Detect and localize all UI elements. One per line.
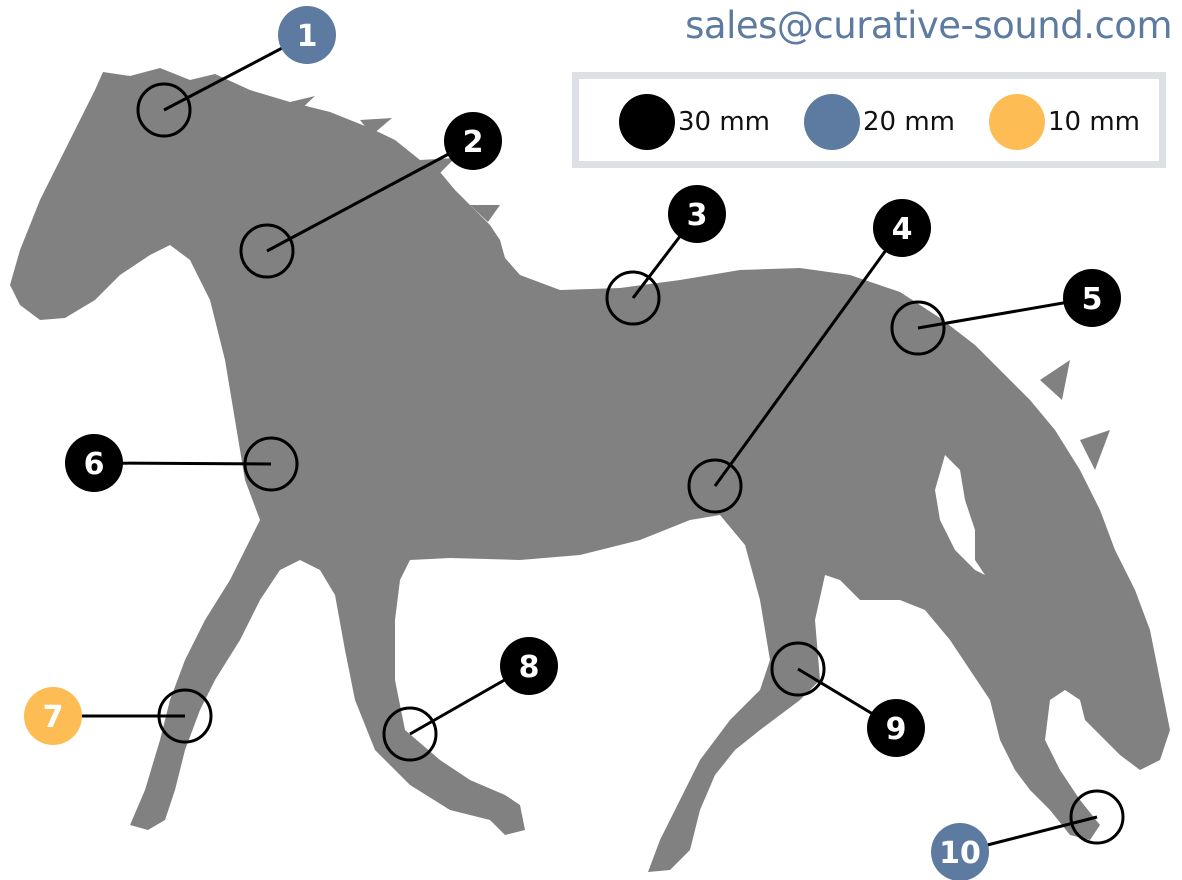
number-label: 6 bbox=[84, 447, 105, 482]
legend-label: 20 mm bbox=[863, 107, 956, 137]
target-ring bbox=[136, 82, 192, 138]
point-6: 6 bbox=[65, 434, 299, 492]
size-legend: 30 mm 20 mm 10 mm bbox=[572, 72, 1166, 168]
legend-label: 10 mm bbox=[1048, 107, 1141, 137]
legend-label: 30 mm bbox=[678, 107, 771, 137]
point-4: 4 bbox=[687, 199, 931, 514]
point-9: 9 bbox=[770, 641, 925, 757]
point-5: 5 bbox=[890, 269, 1121, 356]
legend-item-large: 30 mm bbox=[619, 94, 770, 150]
leader-line bbox=[713, 227, 904, 487]
number-badge bbox=[873, 199, 931, 257]
target-ring bbox=[243, 436, 299, 492]
point-7: 7 bbox=[24, 687, 213, 745]
leader-line bbox=[93, 461, 272, 466]
number-badge bbox=[931, 823, 989, 880]
number-label: 7 bbox=[43, 700, 64, 735]
target-ring bbox=[1069, 789, 1125, 845]
point-3: 3 bbox=[605, 185, 726, 326]
target-ring bbox=[770, 641, 826, 697]
target-ring bbox=[157, 688, 213, 744]
number-badge bbox=[444, 112, 502, 170]
target-ring bbox=[890, 300, 946, 356]
point-2: 2 bbox=[239, 112, 502, 279]
number-badge bbox=[1063, 269, 1121, 327]
legend-item-medium: 20 mm bbox=[804, 94, 955, 150]
point-8: 8 bbox=[382, 637, 558, 762]
number-badge bbox=[24, 687, 82, 745]
number-badge bbox=[867, 699, 925, 757]
number-badge bbox=[668, 185, 726, 243]
horse-silhouette bbox=[10, 68, 1170, 872]
target-ring bbox=[239, 223, 295, 279]
number-label: 5 bbox=[1082, 282, 1103, 317]
point-10: 10 bbox=[931, 789, 1125, 880]
number-label: 8 bbox=[519, 650, 540, 685]
number-label: 4 bbox=[892, 212, 913, 247]
number-label: 10 bbox=[939, 836, 981, 871]
leader-line bbox=[917, 296, 1093, 330]
number-badge bbox=[65, 434, 123, 492]
contact-email[interactable]: sales@curative-sound.com bbox=[685, 4, 1172, 47]
legend-item-small: 10 mm bbox=[989, 94, 1140, 150]
target-ring bbox=[382, 706, 438, 762]
tail-highlight bbox=[935, 455, 985, 575]
legend-swatch-large bbox=[619, 94, 675, 150]
leader-line bbox=[266, 139, 474, 253]
number-badge bbox=[278, 6, 336, 64]
target-ring bbox=[605, 270, 661, 326]
number-label: 1 bbox=[297, 19, 318, 54]
legend-swatch-small bbox=[989, 94, 1045, 150]
legend-swatch-medium bbox=[804, 94, 860, 150]
number-label: 9 bbox=[886, 712, 907, 747]
target-ring bbox=[687, 458, 743, 514]
number-label: 3 bbox=[687, 198, 708, 233]
number-badge bbox=[500, 637, 558, 695]
point-1: 1 bbox=[136, 6, 336, 138]
number-label: 2 bbox=[463, 125, 484, 160]
